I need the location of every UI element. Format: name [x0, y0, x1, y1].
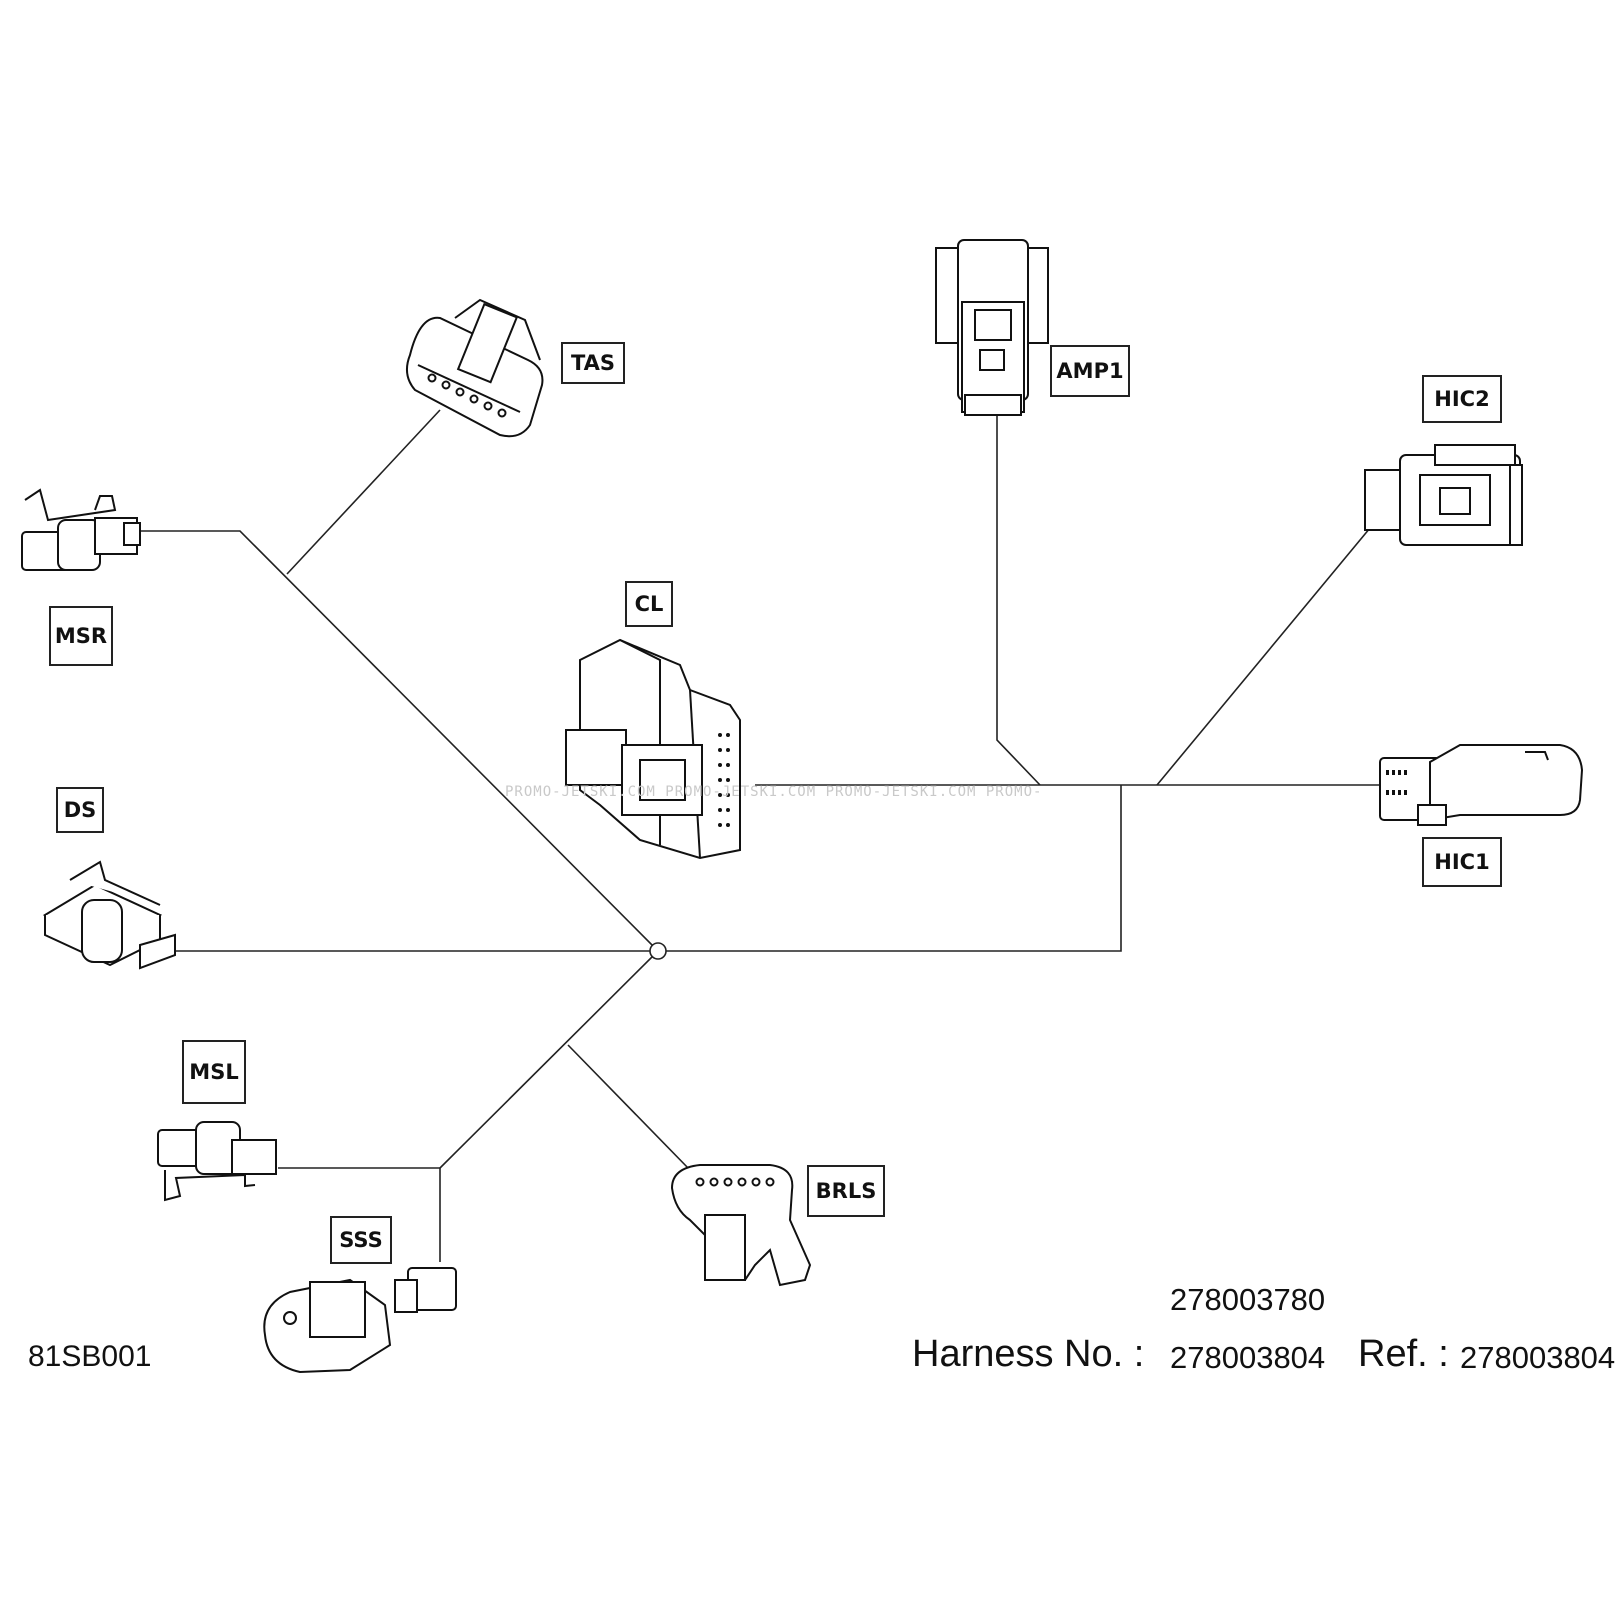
hic2-connector-icon: [1364, 444, 1523, 546]
wire-hic2: [1156, 527, 1371, 786]
wire-brls: [567, 1044, 691, 1171]
brls-connector-icon: [670, 1164, 812, 1287]
part-number: 278003780: [1170, 1282, 1326, 1317]
figure-code: 81SB001: [28, 1340, 152, 1373]
label-msl: MSL: [182, 1040, 246, 1104]
wire-msl: [278, 1167, 441, 1262]
label-msr: MSR: [49, 606, 113, 666]
wire-msr: [140, 530, 659, 952]
label-brls: BRLS: [807, 1165, 885, 1217]
label-hic2: HIC2: [1422, 375, 1502, 423]
tas-connector-icon: [405, 298, 544, 438]
cl-connector-icon: [565, 638, 741, 860]
wire-amp1: [996, 415, 1041, 786]
label-ds: DS: [56, 787, 104, 833]
label-amp1: AMP1: [1050, 345, 1130, 397]
ref-number: 278003804: [1460, 1340, 1615, 1375]
msl-connector-icon: [157, 1121, 277, 1202]
amp1-connector-icon: [935, 239, 1049, 416]
wire-lower-branch: [439, 950, 659, 1169]
wire-ds: [160, 785, 1122, 952]
harness-number: 278003804: [1170, 1340, 1326, 1375]
label-cl: CL: [625, 581, 673, 627]
harness-wires: [140, 409, 1380, 1262]
label-sss: SSS: [330, 1216, 392, 1264]
ref-label: Ref. :: [1358, 1333, 1449, 1375]
watermark-text: PROMO-JETSKI.COM PROMO-JETSKI.COM PROMO-…: [505, 784, 1043, 800]
hic1-connector-icon: [1379, 744, 1584, 826]
wire-tas: [286, 409, 441, 575]
ds-connector-icon: [42, 860, 176, 970]
label-tas: TAS: [561, 342, 625, 384]
splice-point: [649, 942, 667, 960]
harness-label: Harness No. :: [912, 1333, 1145, 1375]
label-hic1: HIC1: [1422, 837, 1502, 887]
msr-connector-icon: [21, 488, 141, 571]
sss-connector-icon: [263, 1267, 457, 1374]
